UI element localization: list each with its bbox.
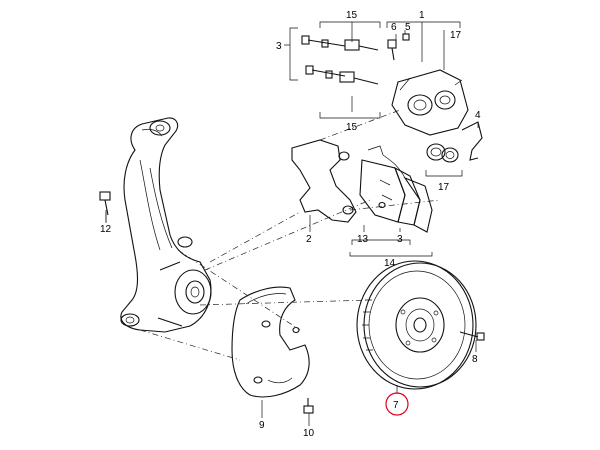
assembly-lines	[139, 109, 441, 361]
callout-1: 1	[419, 10, 425, 21]
leader-lines	[105, 21, 479, 426]
callout-17-bottom: 17	[438, 182, 450, 193]
callout-10: 10	[303, 428, 315, 439]
bolt-8	[459, 331, 485, 341]
spring-clip-4	[461, 121, 483, 161]
callout-6: 6	[391, 22, 397, 33]
callout-labels: 1 2 3 3 4 5 6 8 9 10 12 13 14 15 15 17 1…	[100, 10, 481, 439]
steering-knuckle	[120, 117, 212, 333]
callout-8: 8	[472, 354, 478, 365]
callout-3-pads: 3	[397, 234, 403, 245]
callout-4: 4	[475, 110, 481, 121]
callout-15-bottom: 15	[346, 122, 358, 133]
bleed-valve-5-6	[387, 33, 410, 61]
callout-13: 13	[357, 234, 369, 245]
callout-2: 2	[306, 234, 312, 245]
piston-seals-17	[426, 143, 459, 163]
bolt-12	[99, 191, 111, 223]
callout-12: 12	[100, 224, 112, 235]
callout-9: 9	[259, 420, 265, 431]
brake-caliper-1	[391, 69, 469, 136]
callout-14: 14	[384, 258, 396, 269]
callout-15-top: 15	[346, 10, 358, 21]
bolt-10	[303, 398, 314, 414]
highlight-ring	[385, 392, 409, 416]
brake-disc-7	[356, 260, 477, 390]
callout-7-highlight[interactable]: 7	[385, 392, 409, 416]
splash-shield-9	[231, 286, 310, 398]
callout-17-top: 17	[450, 30, 462, 41]
callout-5: 5	[405, 22, 411, 33]
guide-bolts-15	[301, 35, 379, 85]
callout-7: 7	[393, 400, 399, 411]
caliper-carrier-2	[291, 139, 357, 223]
brake-pads-3	[359, 145, 433, 233]
callout-3-top: 3	[276, 41, 282, 52]
